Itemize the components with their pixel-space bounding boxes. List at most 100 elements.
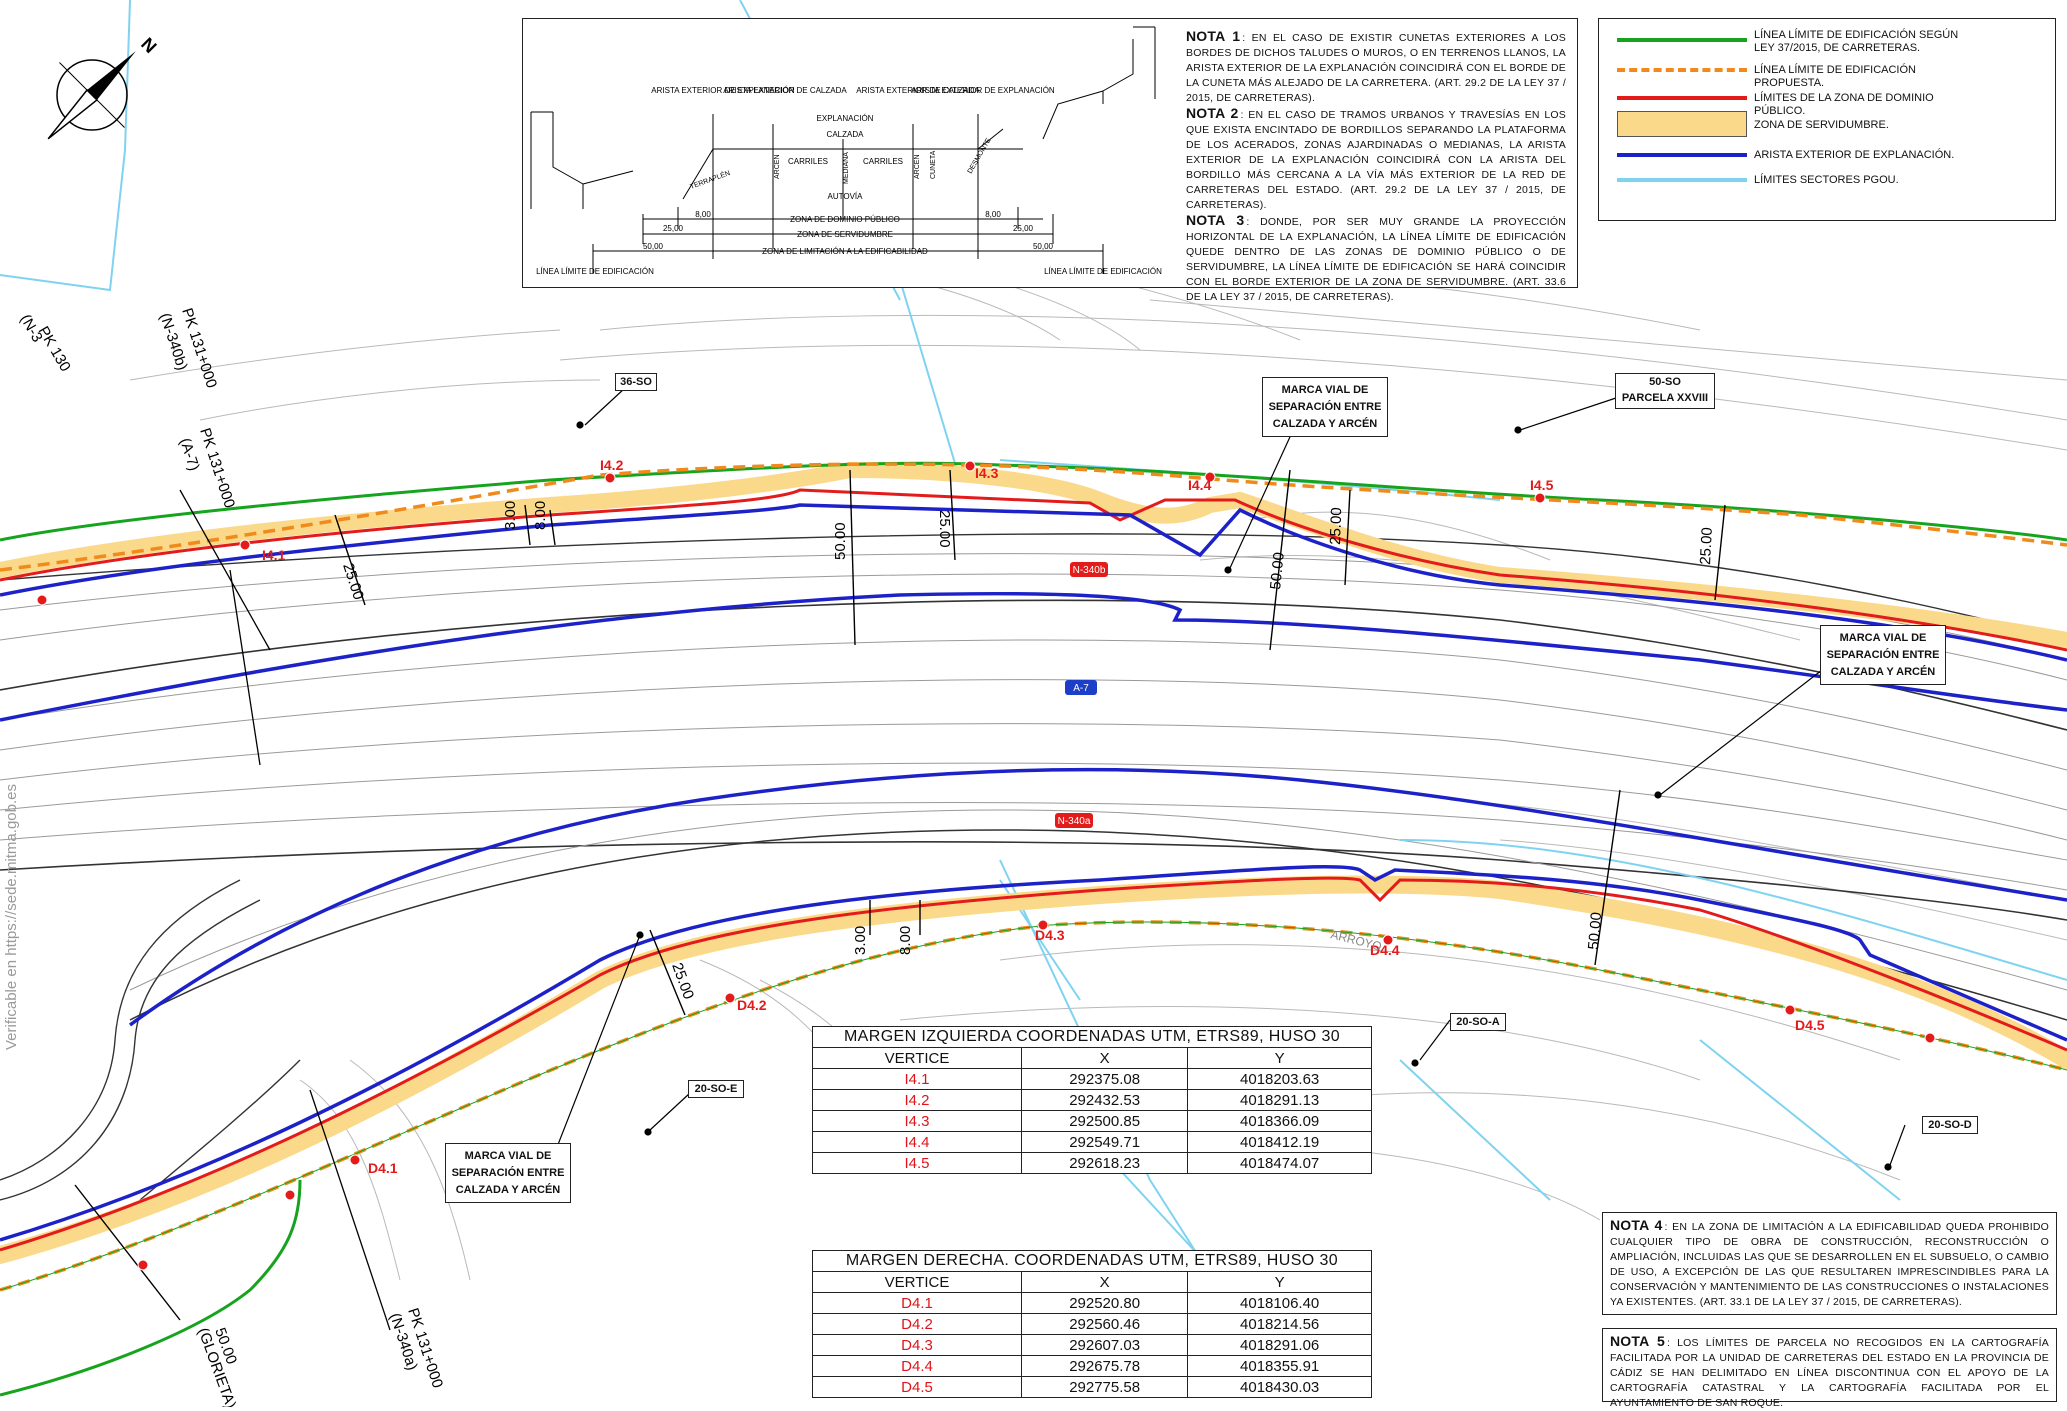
cross-section-and-notes-panel: ARISTA EXTERIOR DE EXPLANACIÓN ARISTA EX… bbox=[522, 18, 1578, 303]
public-domain-limit bbox=[0, 488, 2067, 1252]
sec-desmonte: DESMONTE bbox=[967, 137, 993, 175]
edification-line-proposed-core bbox=[0, 921, 2067, 1291]
vertex-cell: D4.2 bbox=[812, 1313, 1022, 1335]
sec-d8-r: 8,00 bbox=[985, 210, 1001, 219]
dim-label-2: 3.00 bbox=[502, 501, 519, 530]
note5-text: : LOS LÍMITES DE PARCELA NO RECOGIDOS EN… bbox=[1610, 1337, 2049, 1409]
vertex-cell: I4.1 bbox=[812, 1068, 1022, 1090]
dim-label-1: 25.00 bbox=[339, 561, 367, 602]
road-badge-n340b: N-340b bbox=[1070, 562, 1108, 577]
table-header: VERTICE bbox=[812, 1271, 1022, 1293]
vertex-label-i44: I4.4 bbox=[1188, 477, 1212, 493]
verification-side-text: Verificable en https://sede.mitma.gob.es bbox=[3, 784, 20, 1050]
sec-arcen-r: ARCÉN bbox=[912, 154, 921, 179]
note1-title: NOTA 1 bbox=[1186, 28, 1241, 44]
coords-table-right: MARGEN DERECHA. COORDENADAS UTM, ETRS89,… bbox=[812, 1250, 1372, 1398]
vertex-i42 bbox=[604, 472, 616, 484]
vertex-cell: I4.4 bbox=[812, 1131, 1022, 1153]
vertex-i44 bbox=[1204, 471, 1216, 483]
sec-d25-l: 25,00 bbox=[663, 224, 684, 233]
vertex-extra-1 bbox=[36, 594, 48, 606]
sec-autovia: AUTOVÍA bbox=[828, 192, 864, 201]
sec-ae-exp-l: ARISTA EXTERIOR DE EXPLANACIÓN bbox=[651, 86, 795, 95]
legend-row: ARISTA EXTERIOR DE EXPLANACIÓN. bbox=[1599, 144, 2055, 170]
sec-ae-calz-r: ARISTA EXTERIOR DE CALZADA bbox=[856, 86, 980, 95]
coord-cell: 292500.85 bbox=[1020, 1110, 1189, 1132]
explanation-outer-edge bbox=[0, 503, 2067, 1242]
table-header: VERTICE bbox=[812, 1047, 1022, 1069]
coord-cell: 292775.58 bbox=[1020, 1376, 1189, 1398]
sec-ae-exp-r: ARISTA EXTERIOR DE EXPLANACIÓN bbox=[911, 86, 1055, 95]
sec-carriles-l: CARRILES bbox=[788, 157, 828, 166]
callout-sector-20a: 20-SO-A bbox=[1450, 1013, 1506, 1031]
vertex-d42 bbox=[724, 992, 736, 1004]
legend-row: LÍNEA LÍMITE DE EDIFICACIÓN PROPUESTA. bbox=[1599, 59, 2055, 89]
legend-label: LÍNEA LÍMITE DE EDIFICACIÓN SEGÚN LEY 37… bbox=[1754, 29, 1959, 54]
pk-label-2-sub: (A-7) bbox=[176, 436, 202, 473]
cross-section-diagram: ARISTA EXTERIOR DE EXPLANACIÓN ARISTA EX… bbox=[530, 26, 1162, 276]
vertex-points bbox=[36, 460, 1936, 1271]
leader-lines bbox=[549, 387, 1906, 1171]
vertex-cell: I4.2 bbox=[812, 1089, 1022, 1111]
dim-label-9: 3.00 bbox=[852, 926, 869, 955]
sec-d25-r: 25,00 bbox=[1013, 224, 1034, 233]
coord-cell: 4018203.63 bbox=[1187, 1068, 1372, 1090]
callout-marca-vial-2: MARCA VIAL DE SEPARACIÓN ENTRE CALZADA Y… bbox=[1820, 625, 1946, 685]
note3-text: : DONDE, POR SER MUY GRANDE LA PROYECCIÓ… bbox=[1186, 216, 1566, 303]
coords-table-left: MARGEN IZQUIERDA COORDENADAS UTM, ETRS89… bbox=[812, 1026, 1372, 1174]
legend-label: ZONA DE SERVIDUMBRE. bbox=[1754, 119, 1889, 131]
legend-swatch bbox=[1617, 111, 1747, 137]
vertex-cell: D4.4 bbox=[812, 1355, 1022, 1377]
coord-cell: 4018214.56 bbox=[1187, 1313, 1372, 1335]
vertex-extra-4 bbox=[1924, 1032, 1936, 1044]
coord-cell: 292607.03 bbox=[1020, 1334, 1189, 1356]
vertex-label-i45: I4.5 bbox=[1530, 477, 1554, 493]
map-legend: LÍNEA LÍMITE DE EDIFICACIÓN SEGÚN LEY 37… bbox=[1598, 18, 2056, 221]
vertex-extra-2 bbox=[284, 1189, 296, 1201]
notes-1-3: NOTA 1: EN EL CASO DE EXISTIR CUNETAS EX… bbox=[1186, 29, 1566, 305]
vertex-label-d41: D4.1 bbox=[368, 1160, 398, 1176]
svg-text:N-340a: N-340a bbox=[1058, 816, 1091, 827]
coord-cell: 292520.80 bbox=[1020, 1292, 1189, 1314]
note4-text: : EN LA ZONA DE LIMITACIÓN A LA EDIFICAB… bbox=[1610, 1221, 2049, 1308]
coord-cell: 4018412.19 bbox=[1187, 1131, 1372, 1153]
table-caption: MARGEN DERECHA. COORDENADAS UTM, ETRS89,… bbox=[812, 1250, 1372, 1272]
sec-linea-limite-l: LÍNEA LÍMITE DE EDIFICACIÓN bbox=[536, 267, 654, 276]
coord-cell: 4018106.40 bbox=[1187, 1292, 1372, 1314]
table-caption: MARGEN IZQUIERDA COORDENADAS UTM, ETRS89… bbox=[812, 1026, 1372, 1048]
vertex-cell: D4.5 bbox=[812, 1376, 1022, 1398]
callout-sector-20e: 20-SO-E bbox=[688, 1080, 744, 1098]
sec-explanacion: EXPLANACIÓN bbox=[817, 114, 874, 123]
dimension-labels: 25.00 3.00 8.00 50.00 25.00 50.00 25.00 … bbox=[339, 501, 1716, 1002]
vertex-label-d42: D4.2 bbox=[737, 997, 767, 1013]
vertex-cell: I4.5 bbox=[812, 1152, 1022, 1174]
coord-cell: 4018366.09 bbox=[1187, 1110, 1372, 1132]
vertex-cell: I4.3 bbox=[812, 1110, 1022, 1132]
sec-carriles-r: CARRILES bbox=[863, 157, 903, 166]
note5-panel: NOTA 5: LOS LÍMITES DE PARCELA NO RECOGI… bbox=[1602, 1328, 2057, 1409]
dim-label-8: 25.00 bbox=[1697, 527, 1716, 565]
north-label: N bbox=[137, 34, 160, 57]
table-header: Y bbox=[1187, 1271, 1372, 1293]
dim-label-12: 50.00 bbox=[1585, 911, 1605, 950]
vertex-i41 bbox=[239, 539, 251, 551]
pk-marker-lines bbox=[179, 489, 391, 1331]
note4-title: NOTA 4 bbox=[1610, 1217, 1663, 1233]
note5-title: NOTA 5 bbox=[1610, 1333, 1665, 1349]
legend-row: ZONA DE SERVIDUMBRE. bbox=[1599, 111, 2055, 140]
sec-d50-r: 50,00 bbox=[1033, 242, 1054, 251]
vertex-d41 bbox=[349, 1154, 361, 1166]
coord-cell: 292560.46 bbox=[1020, 1313, 1189, 1335]
road-badge-n340a: N-340a bbox=[1055, 813, 1093, 828]
vertex-cell: D4.1 bbox=[812, 1292, 1022, 1314]
vertex-extra-3 bbox=[137, 1259, 149, 1271]
coord-cell: 4018291.06 bbox=[1187, 1334, 1372, 1356]
legend-swatch bbox=[1617, 68, 1747, 72]
note1-text: : EN EL CASO DE EXISTIR CUNETAS EXTERIOR… bbox=[1186, 32, 1566, 104]
